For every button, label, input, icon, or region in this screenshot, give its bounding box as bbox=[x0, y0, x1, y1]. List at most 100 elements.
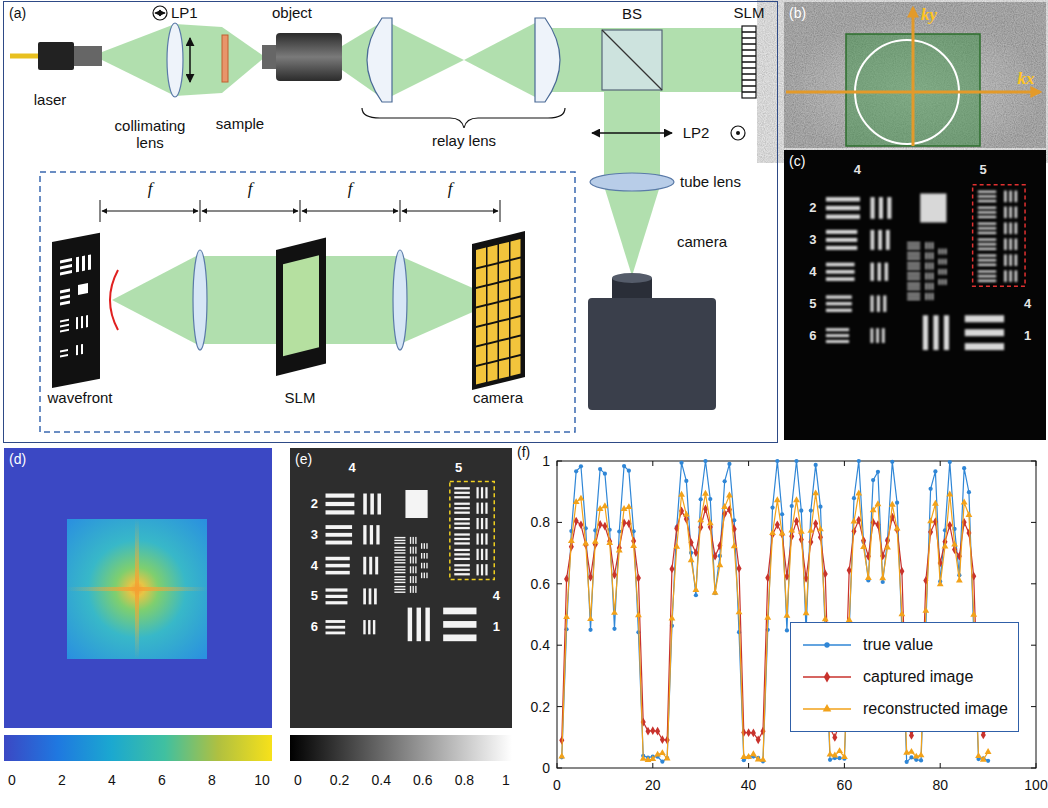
target-bar bbox=[907, 255, 920, 256]
target-bar bbox=[907, 283, 920, 284]
spectrum-map bbox=[135, 519, 139, 659]
group-number: 4 bbox=[493, 589, 500, 604]
target-bar bbox=[1004, 254, 1007, 266]
target-bar bbox=[368, 620, 370, 634]
legend-marker bbox=[824, 671, 830, 682]
target-bar bbox=[929, 283, 931, 290]
tick-mark bbox=[557, 461, 1036, 768]
polarizer-symbol bbox=[592, 126, 745, 140]
polarizer-symbol bbox=[731, 126, 745, 140]
target-bar bbox=[942, 269, 944, 275]
target-bar bbox=[978, 248, 996, 250]
target-bar bbox=[415, 537, 416, 544]
sensor-pixel bbox=[488, 323, 498, 343]
wavefront-plate bbox=[60, 301, 70, 306]
target-bar bbox=[932, 283, 934, 290]
data-marker bbox=[875, 500, 882, 506]
spectrum-map bbox=[67, 519, 207, 659]
target-bar bbox=[476, 503, 478, 514]
objective-lens bbox=[262, 45, 276, 69]
target-bar bbox=[887, 197, 891, 219]
sensor-pixel bbox=[476, 345, 486, 365]
target-bar bbox=[1015, 223, 1018, 235]
target-bar bbox=[978, 195, 996, 197]
sensor-pixel bbox=[476, 267, 486, 287]
data-marker bbox=[948, 460, 952, 464]
target-bar bbox=[826, 340, 849, 343]
target-bar bbox=[394, 586, 405, 587]
wavefront-plate bbox=[60, 319, 69, 323]
data-marker bbox=[612, 627, 616, 631]
data-marker bbox=[760, 756, 767, 762]
target-bar bbox=[476, 518, 478, 529]
target-bar bbox=[394, 547, 405, 548]
target-bar bbox=[370, 494, 374, 515]
target-bar bbox=[870, 295, 873, 312]
target-bar bbox=[925, 252, 927, 259]
target-bar bbox=[454, 496, 470, 498]
data-marker bbox=[764, 614, 771, 620]
data-marker bbox=[884, 544, 891, 550]
data-marker bbox=[970, 611, 977, 617]
data-marker bbox=[611, 609, 618, 615]
data-marker bbox=[655, 727, 660, 736]
target-bar bbox=[394, 566, 405, 567]
data-marker bbox=[588, 573, 593, 582]
target-bar bbox=[476, 487, 478, 498]
light-beam bbox=[388, 22, 464, 98]
target-bar bbox=[476, 533, 478, 544]
spectrum-map bbox=[4, 448, 272, 728]
target-bar bbox=[485, 503, 487, 514]
data-marker bbox=[865, 574, 872, 580]
spectrum-image bbox=[784, 2, 1046, 148]
spectrum-map bbox=[4, 735, 272, 761]
target-bar bbox=[326, 510, 355, 514]
group-number: 2 bbox=[809, 201, 816, 216]
sensor-pixel bbox=[488, 284, 498, 304]
target-bar bbox=[415, 547, 416, 554]
target-bar bbox=[394, 579, 405, 580]
data-marker bbox=[760, 727, 765, 736]
data-marker bbox=[716, 561, 723, 567]
target-pattern bbox=[826, 191, 1017, 351]
target-bar bbox=[421, 563, 422, 569]
colorbar-tick: 2 bbox=[58, 772, 66, 788]
tick-label: 0 bbox=[542, 760, 550, 776]
data-marker bbox=[779, 530, 786, 536]
data-marker bbox=[966, 511, 973, 517]
target-bar bbox=[907, 268, 920, 269]
data-marker bbox=[975, 752, 982, 758]
data-marker bbox=[785, 628, 789, 632]
group-number: 4 bbox=[1024, 296, 1031, 311]
data-marker bbox=[750, 750, 757, 756]
data-marker bbox=[727, 462, 731, 466]
camera-body bbox=[612, 273, 652, 283]
target-bar bbox=[454, 518, 470, 520]
data-marker bbox=[947, 521, 952, 530]
data-marker bbox=[828, 758, 832, 762]
reconstructed-image bbox=[290, 448, 512, 761]
data-marker bbox=[578, 495, 585, 501]
target-bar bbox=[1009, 254, 1012, 266]
component-label: wavefront bbox=[47, 389, 112, 406]
light-beam bbox=[537, 28, 742, 92]
target-bar bbox=[485, 518, 487, 529]
tick-label: 0.2 bbox=[531, 699, 550, 715]
target-bar bbox=[826, 197, 860, 201]
target-bar bbox=[920, 194, 946, 223]
data-marker bbox=[903, 749, 910, 755]
data-marker bbox=[895, 501, 899, 505]
target-bar bbox=[377, 494, 381, 515]
target-bar bbox=[978, 264, 996, 266]
laser-source bbox=[10, 54, 40, 59]
tick-label: 0.8 bbox=[531, 514, 550, 530]
target-bar bbox=[410, 586, 411, 593]
wavefront-plate bbox=[88, 254, 91, 270]
inset-frame bbox=[40, 172, 575, 432]
spectrum-image bbox=[784, 2, 1046, 148]
data-marker bbox=[870, 506, 877, 512]
target-bar bbox=[326, 541, 353, 545]
target-bar bbox=[415, 576, 416, 583]
target-bar bbox=[939, 259, 941, 265]
data-marker bbox=[790, 504, 794, 508]
